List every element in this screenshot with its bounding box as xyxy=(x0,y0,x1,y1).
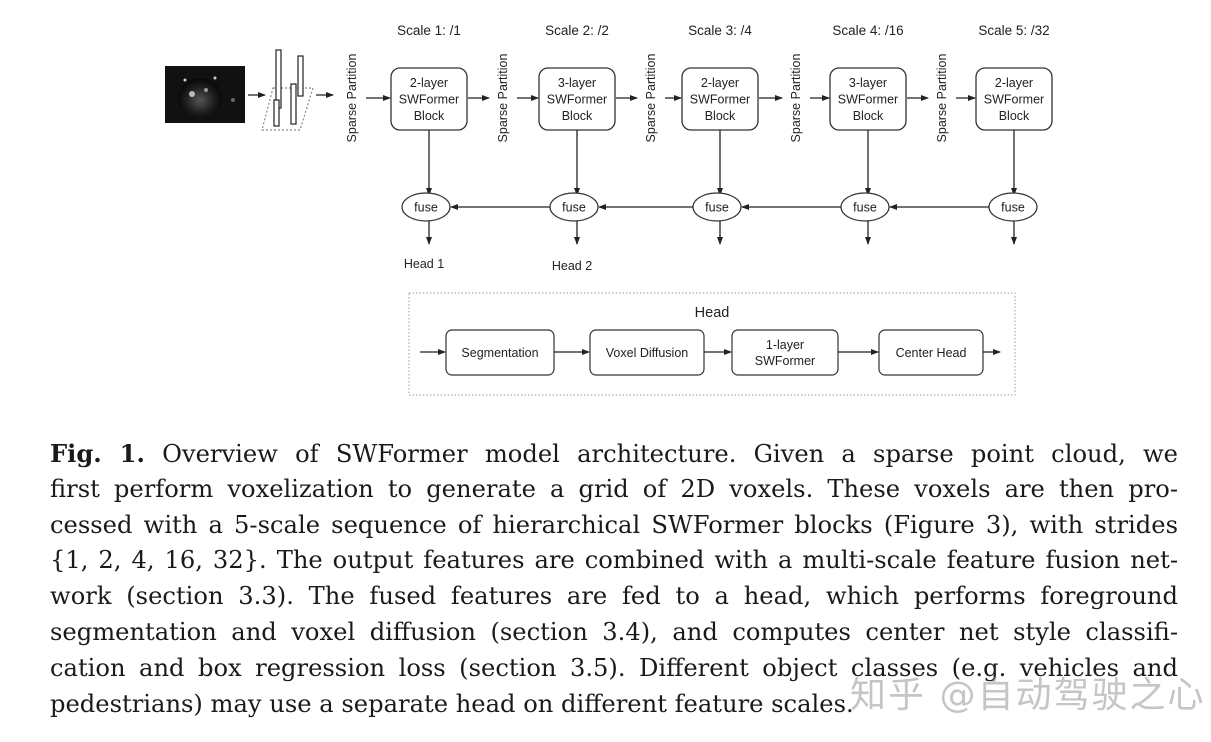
swformer-block-label: 3-layer xyxy=(558,76,596,90)
fuse-label: fuse xyxy=(414,201,438,215)
head-stage-label: Segmentation xyxy=(461,346,538,360)
swformer-block-label: SWFormer xyxy=(838,93,898,107)
head-output-label: Head 1 xyxy=(404,257,444,271)
swformer-block-label: SWFormer xyxy=(399,93,459,107)
caption-line: work (section 3.3). The fused features a… xyxy=(50,582,1178,611)
head-box-title: Head xyxy=(695,305,730,321)
sparse-partition-label: Sparse Partition xyxy=(345,53,359,142)
swformer-block-label: Block xyxy=(853,109,884,123)
point-cloud-image xyxy=(165,66,245,123)
caption-line: pedestrians) may use a separate head on … xyxy=(50,689,854,718)
head-stage-label: SWFormer xyxy=(755,354,815,368)
scale-label: Scale 2: /2 xyxy=(545,23,609,38)
scale-label: Scale 4: /16 xyxy=(832,23,903,38)
caption-line: first perform voxelization to generate a… xyxy=(50,474,1178,503)
voxel-pillars-icon xyxy=(261,49,314,131)
head-stage-label: 1-layer xyxy=(766,338,804,352)
caption-line: cation and box regression loss (section … xyxy=(50,653,1178,682)
head-stage-label: Voxel Diffusion xyxy=(606,346,689,360)
head-output-label: Head 2 xyxy=(552,259,592,273)
scale-label: Scale 1: /1 xyxy=(397,23,461,38)
sparse-partition-label: Sparse Partition xyxy=(935,53,949,142)
swformer-block-label: 3-layer xyxy=(849,76,887,90)
swformer-block-label: SWFormer xyxy=(547,93,607,107)
architecture-diagram: Scale 1: /1 Sparse Partition 2-layerSWForm… xyxy=(165,23,1053,396)
watermark: 知乎 @自动驾驶之心 xyxy=(850,675,1206,716)
swformer-block-label: Block xyxy=(999,109,1030,123)
figure-caption: Fig. 1. Overview of SWFormer model archi… xyxy=(50,436,1178,722)
caption-line: cessed with a 5-scale sequence of hierar… xyxy=(50,510,1178,539)
caption-label: Fig. 1. xyxy=(50,439,145,468)
fuse-label: fuse xyxy=(1001,201,1025,215)
sparse-partition-label: Sparse Partition xyxy=(644,53,658,142)
caption-line: {1, 2, 4, 16, 32}. The output features a… xyxy=(50,546,1178,575)
scale-label: Scale 3: /4 xyxy=(688,23,752,38)
sparse-partition-label: Sparse Partition xyxy=(496,53,510,142)
swformer-block-label: Block xyxy=(705,109,736,123)
caption-line: Fig. 1. Overview of SWFormer model archi… xyxy=(50,436,1178,472)
fuse-label: fuse xyxy=(562,201,586,215)
caption-line: segmentation and voxel diffusion (sectio… xyxy=(50,617,1178,646)
fuse-label: fuse xyxy=(853,201,877,215)
swformer-block-label: Block xyxy=(562,109,593,123)
caption-text: Overview of SWFormer model architecture.… xyxy=(144,440,1178,468)
swformer-block-label: SWFormer xyxy=(984,93,1044,107)
sparse-partition-label: Sparse Partition xyxy=(789,53,803,142)
swformer-block-label: 2-layer xyxy=(410,76,448,90)
scale-label: Scale 5: /32 xyxy=(978,23,1049,38)
swformer-block-label: SWFormer xyxy=(690,93,750,107)
swformer-block-label: 2-layer xyxy=(701,76,739,90)
swformer-block-label: 2-layer xyxy=(995,76,1033,90)
swformer-block-label: Block xyxy=(414,109,445,123)
fuse-label: fuse xyxy=(705,201,729,215)
head-detail-box: Head xyxy=(408,292,1016,396)
head-stage-box xyxy=(731,329,839,376)
head-stage-label: Center Head xyxy=(896,346,967,360)
